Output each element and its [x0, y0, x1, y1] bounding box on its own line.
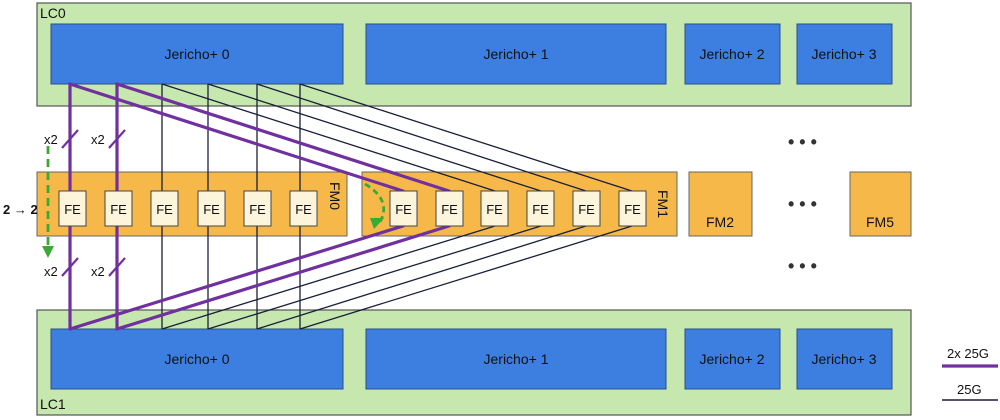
lc0-chip-1 — [365, 23, 667, 85]
plink-d2-bot — [115, 224, 451, 331]
fm2-label: FM2 — [706, 214, 734, 230]
lc0-chip-0 — [50, 23, 344, 85]
link-lc0-fe2 — [207, 83, 542, 192]
x2-label-top-left: x2 — [44, 132, 58, 147]
link-lc1-fe1 — [161, 225, 496, 330]
fm1-fe-3-label: FE — [532, 202, 549, 217]
slash-mark-bottom-right — [108, 257, 126, 277]
plink-d1-bot — [68, 224, 405, 331]
arrow-count-label: 2 → 2 — [3, 202, 38, 217]
x2-label-bottom-left: x2 — [44, 264, 58, 279]
fm1-fe-1 — [435, 190, 464, 227]
fm0-fe-3 — [197, 190, 226, 227]
fm1-fe-2 — [480, 190, 509, 227]
lc1-label: LC1 — [40, 396, 66, 412]
link-lc1-fe3 — [256, 225, 587, 330]
link-lc1-fe4 — [299, 225, 633, 330]
lc0-chip-0-label: Jericho+ 0 — [165, 46, 230, 62]
ellipsis-bottom: • • • — [788, 256, 817, 276]
fm2-board — [688, 171, 753, 237]
fm0-fe-0 — [58, 190, 87, 227]
fm1-fe-4 — [572, 190, 601, 227]
lc1-chip-3 — [796, 328, 893, 390]
fm1-label: FM1 — [655, 190, 671, 218]
lc0-chip-1-label: Jericho+ 1 — [484, 46, 549, 62]
fm5-label: FM5 — [866, 214, 894, 230]
legend-purple-label: 2x 25G — [947, 346, 989, 361]
x2-label-top-right: x2 — [91, 132, 105, 147]
lc1-chip-0-label: Jericho+ 0 — [165, 351, 230, 367]
legend-dark-label: 25G — [957, 382, 982, 397]
fm5-board — [849, 171, 912, 237]
lc0-label: LC0 — [40, 5, 66, 21]
lc0-chip-2-label: Jericho+ 2 — [700, 46, 765, 62]
link-lc0-fe3 — [256, 83, 587, 192]
fm1-fe-group: FE FE FE FE FE FE — [389, 190, 647, 227]
fm0-fe-5 — [289, 190, 318, 227]
lc1-chip-0 — [50, 328, 344, 390]
fm0-fe-0-label: FE — [64, 202, 81, 217]
link-lc0-fe4 — [299, 83, 633, 192]
fm0-fe-5-label: FE — [295, 202, 312, 217]
green-arrow-head-down-icon — [42, 246, 54, 258]
ellipsis-top: • • • — [788, 132, 817, 152]
slash-mark-top-left — [61, 129, 79, 149]
fm1-fe-1-label: FE — [441, 202, 458, 217]
fm1-fe-2-label: FE — [486, 202, 503, 217]
dark-links — [161, 83, 633, 330]
fm0-fe-2 — [150, 190, 179, 227]
fm0-fe-group: FE FE FE FE FE FE — [58, 190, 318, 227]
fm1-fe-0 — [389, 190, 418, 227]
x2-label-bottom-right: x2 — [91, 264, 105, 279]
fm1-fe-4-label: FE — [578, 202, 595, 217]
fm0-label: FM0 — [327, 182, 343, 210]
legend: 2x 25G 25G — [942, 346, 998, 401]
green-arrows — [42, 146, 385, 258]
lc1-chip-2 — [684, 328, 781, 390]
fm0-fe-3-label: FE — [203, 202, 220, 217]
lc1-chip-1-label: Jericho+ 1 — [484, 351, 549, 367]
link-marks — [61, 129, 126, 277]
fm0-fe-1 — [104, 190, 133, 227]
plink-d2-top — [115, 82, 451, 193]
link-lc1-fe2 — [207, 225, 542, 330]
fm1-fe-0-label: FE — [395, 202, 412, 217]
fm0-fe-4 — [243, 190, 272, 227]
link-lc0-fe1 — [161, 83, 496, 192]
fm0-fe-2-label: FE — [156, 202, 173, 217]
fm1-fe-5-label: FE — [624, 202, 641, 217]
plink-d1-top — [68, 82, 405, 193]
fm1-fe-5 — [618, 190, 647, 227]
lc0-chip-2 — [684, 23, 781, 85]
lc1-chip-2-label: Jericho+ 2 — [700, 351, 765, 367]
fm0-fe-1-label: FE — [110, 202, 127, 217]
slash-mark-bottom-left — [61, 257, 79, 277]
lc0-chip-3 — [796, 23, 893, 85]
lc0-chip-3-label: Jericho+ 3 — [812, 46, 877, 62]
purple-links — [68, 82, 451, 331]
ellipsis-middle: • • • — [788, 194, 817, 214]
slash-mark-top-right — [108, 129, 126, 149]
fm1-fe-3 — [526, 190, 555, 227]
green-arrow-head-curve-icon — [370, 218, 384, 229]
fm0-fe-4-label: FE — [249, 202, 266, 217]
lc1-chip-3-label: Jericho+ 3 — [812, 351, 877, 367]
lc1-chip-1 — [365, 328, 667, 390]
